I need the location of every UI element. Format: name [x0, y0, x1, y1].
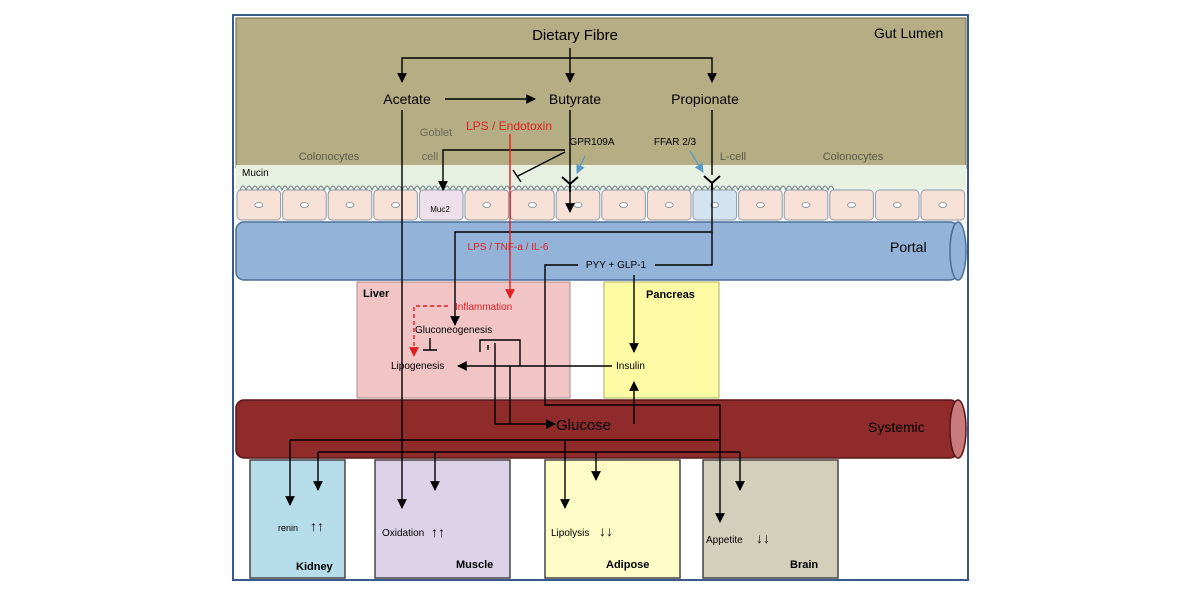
cell-nucleus: [938, 202, 948, 208]
appetite-label: Appetite: [706, 535, 743, 546]
lps-endotoxin-label: LPS / Endotoxin: [466, 119, 552, 133]
cell-nucleus: [710, 202, 720, 208]
cell-nucleus: [892, 202, 902, 208]
cell-nucleus: [756, 202, 765, 208]
lipolysis-label: Lipolysis: [551, 528, 589, 539]
arrow-fibre-to-propionate: [570, 57, 717, 83]
line-pyy-to-brain: [544, 264, 725, 523]
systemic-vessel: [235, 399, 967, 459]
liver-box: [356, 281, 571, 399]
gut-lumen-region: [235, 17, 967, 169]
acetate-label: Acetate: [383, 91, 431, 107]
adipose-box: [544, 459, 681, 579]
gut-lumen-label: Gut Lumen: [874, 25, 943, 41]
kidney-box: [249, 459, 346, 579]
cell-nucleus: [619, 202, 628, 208]
muscle-title: Muscle: [456, 559, 493, 571]
inflammation-label: Inflammation: [455, 302, 512, 313]
muscle-box: [374, 459, 511, 579]
arrow-gluconeogenesis-to-glucose: [487, 343, 555, 424]
mucin-label: Mucin: [242, 168, 269, 179]
brain-box: [702, 459, 839, 579]
colonocyte-row: [236, 189, 966, 221]
cell-nucleus: [391, 202, 401, 208]
gpr109a-label: GPR109A: [569, 137, 614, 148]
lipolysis-arrows: ↓↓: [599, 523, 613, 539]
adipose-title: Adipose: [606, 559, 649, 571]
cytokines-label: LPS / TNF-a / IL-6: [468, 242, 549, 253]
lipogenesis-label: Lipogenesis: [391, 361, 444, 372]
colonocytes-left-label: Colonocytes: [299, 151, 360, 163]
pyy-glp1-label: PYY + GLP-1: [586, 260, 647, 271]
butyrate-label: Butyrate: [549, 91, 601, 107]
cell-nucleus: [299, 202, 309, 208]
portal-label: Portal: [890, 239, 927, 255]
inflammation-pathway: [409, 134, 515, 357]
inhibit-gpr109a: [512, 151, 566, 183]
arrow-fibre-to-acetate: [397, 57, 570, 83]
receptor-glyphs: [561, 175, 721, 192]
appetite-arrows: ↓↓: [756, 530, 770, 546]
cell-nucleus: [528, 202, 537, 208]
renin-label: renin: [278, 523, 298, 533]
cell-nucleus: [847, 202, 856, 208]
kidney-title: Kidney: [296, 561, 334, 573]
propionate-label: Propionate: [671, 91, 739, 107]
portal-vein: [235, 221, 967, 281]
glucose-label: Glucose: [556, 417, 611, 434]
arrow-butyrate-to-goblet: [438, 149, 565, 191]
inhibit-gluconeogenesis-lipogenesis: [423, 338, 437, 351]
cell-nucleus: [482, 202, 492, 208]
lcell-label: L-cell: [720, 151, 746, 163]
brain-title: Brain: [790, 559, 818, 571]
line-pyy-glp1: [655, 232, 713, 266]
cell-nucleus: [345, 202, 355, 208]
pancreas-title: Pancreas: [646, 289, 695, 301]
gluconeogenesis-label: Gluconeogenesis: [415, 325, 492, 336]
dietary-fibre-label: Dietary Fibre: [532, 27, 618, 44]
pathway-arrows: [285, 48, 745, 523]
gpr109a-pointer: [576, 155, 586, 174]
cell-nucleus: [664, 202, 674, 208]
ffar-receptor-icon: [703, 175, 721, 190]
systemic-label: Systemic: [868, 419, 925, 435]
inhibit-insulin-gluconeogenesis: [479, 339, 521, 366]
goblet-cell-label-1: Goblet: [420, 127, 452, 139]
ffar-pointer: [689, 150, 704, 173]
liver-title: Liver: [363, 288, 390, 300]
gpr109a-receptor-icon: [561, 176, 579, 192]
colonocytes-right-label: Colonocytes: [823, 151, 884, 163]
oxidation-label: Oxidation: [382, 528, 424, 539]
oxidation-arrows: ↑↑: [431, 524, 445, 540]
goblet-cell-label-2: cell: [422, 151, 439, 163]
insulin-label: Insulin: [616, 361, 645, 372]
line-lcell-to-liver: [450, 190, 713, 326]
microvilli: [239, 185, 835, 192]
cell-nucleus: [801, 202, 811, 208]
cell-nucleus: [254, 202, 264, 208]
cell-nucleus: [573, 202, 583, 208]
renin-arrows: ↑↑: [310, 518, 324, 534]
pancreas-box: [603, 281, 720, 399]
muc2-label: Muc2: [430, 205, 450, 214]
ffar-label: FFAR 2/3: [654, 137, 697, 148]
